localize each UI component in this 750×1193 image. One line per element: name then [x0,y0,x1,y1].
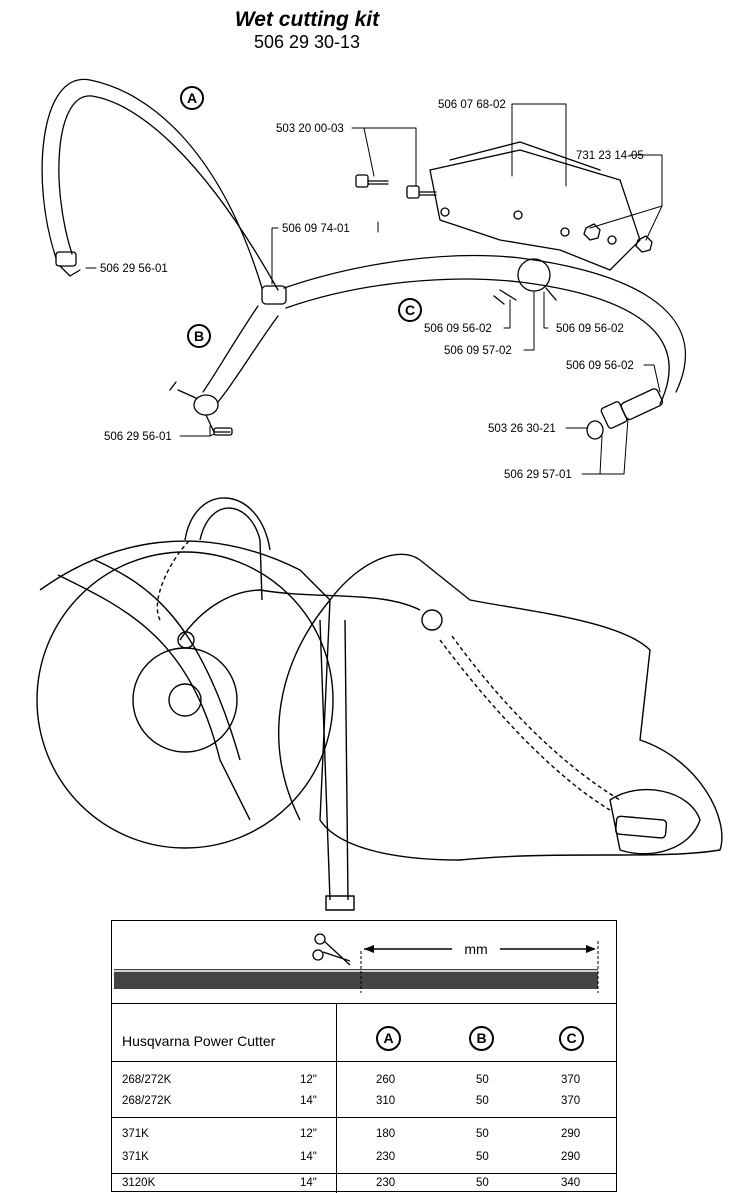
callout-a: A [180,86,204,110]
part-label-nozzle-b: 506 29 56-01 [104,431,172,443]
hose-a [41,78,279,291]
part-label-t-connector: 506 09 74-01 [282,223,350,235]
hose-b [169,305,279,436]
cutting-blade [36,551,334,849]
mounting-bracket [429,141,641,271]
svg-text:A: A [187,90,197,106]
power-cutter-drawing [36,497,723,911]
part-label-clamp-1: 506 09 56-02 [424,323,492,335]
part-label-nut: 731 23 14-05 [576,150,644,162]
mounted-valve [421,609,443,631]
mounted-hose-b [179,589,263,641]
part-label-clamp-2: 506 09 56-02 [556,323,624,335]
diagram-title: Wet cutting kit [234,8,380,31]
rear-handle [609,788,701,855]
unit-label: mm [464,941,487,957]
part-label-nozzle-a: 506 29 56-01 [100,263,168,275]
callout-c: C [398,298,422,322]
part-label-valve: 506 09 57-02 [444,345,512,357]
table-header-b: B [469,1026,494,1051]
table-header-a: A [376,1026,401,1051]
hose-cut-diagram: mm [114,933,599,993]
quick-coupling [586,388,664,440]
table-header-model: Husqvarna Power Cutter [122,1033,276,1049]
svg-text:B: B [194,328,204,344]
svg-text:C: C [405,302,415,318]
bolts [355,174,653,253]
front-handle [319,619,349,901]
part-label-washer: 503 26 30-21 [488,423,556,435]
mounted-hose-a [199,507,263,601]
mounted-hose-c [259,589,421,611]
rear-coupling [615,815,668,839]
hose-length-table: mm Husqvarna Power Cutter A B C 268/272K… [111,920,617,1193]
blade-guard [39,540,331,821]
scissors-icon [312,933,351,966]
part-label-coupling: 506 29 57-01 [504,469,572,481]
part-label-bracket: 506 07 68-02 [438,99,506,111]
table-header-c: C [559,1026,584,1051]
exploded-parts-drawing: A B C 506 07 68-02 503 20 00-03 731 23 1… [36,78,723,911]
kit-part-number: 506 29 30-13 [253,32,361,52]
part-label-clamp-3: 506 09 56-02 [566,360,634,372]
hose-c [283,254,686,405]
callout-b: B [187,324,211,348]
cutter-body [319,553,723,861]
part-label-bolt: 503 20 00-03 [276,123,344,135]
t-connector [261,285,287,305]
